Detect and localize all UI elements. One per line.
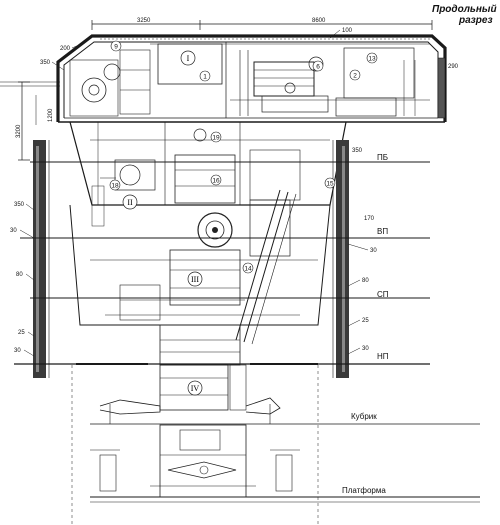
thickness-30-right-upper: 30: [370, 248, 377, 254]
thickness-30-left-lower: 30: [14, 348, 21, 354]
dimension-8600: 8600: [312, 18, 326, 24]
thickness-80-left: 80: [16, 272, 23, 278]
thickness-25-left: 25: [18, 330, 25, 336]
title-line-1: Продольный: [432, 4, 497, 15]
callout-2: 2: [353, 73, 357, 80]
turret-armor: [56, 34, 447, 123]
thickness-30-right-lower: 30: [362, 346, 369, 352]
callout-15: 15: [326, 181, 334, 188]
thickness-350-top: 350: [40, 60, 51, 66]
left-dimension-line: [0, 81, 60, 161]
thickness-290: 290: [448, 64, 459, 70]
barbette-walls: [33, 140, 349, 378]
thickness-170: 170: [364, 216, 375, 222]
callout-19: 19: [212, 135, 220, 142]
callout-18: 18: [111, 183, 119, 190]
dimension-3250: 3250: [137, 18, 151, 24]
thickness-80-right: 80: [362, 278, 369, 284]
callout-markers: [109, 40, 378, 274]
deck-label-platforma: Платформа: [342, 486, 386, 495]
working-compartment: [69, 121, 347, 227]
thickness-200: 200: [60, 46, 71, 52]
callout-16: 16: [212, 178, 220, 185]
callout-14: 14: [244, 266, 252, 273]
compartment-iii: III: [191, 275, 199, 284]
compartment-iv: IV: [191, 384, 200, 393]
magazine-section: [71, 363, 319, 525]
thickness-25-right: 25: [362, 318, 369, 324]
thickness-100: 100: [342, 28, 353, 34]
compartment-i: I: [187, 54, 190, 63]
compartment-ii: II: [127, 198, 133, 207]
deck-label-sp: СП: [377, 290, 389, 299]
deck-label-np: НП: [377, 352, 389, 361]
thickness-1200: 1200: [48, 108, 54, 122]
title-line-2: разрез: [458, 15, 493, 26]
deck-label-pb: ПБ: [377, 153, 388, 162]
lower-barbette: [69, 189, 331, 366]
compartment-markers: [122, 50, 203, 396]
deck-label-kubrik: Кубрик: [351, 412, 377, 421]
callout-1: 1: [203, 74, 207, 81]
callout-6: 6: [316, 64, 320, 71]
thickness-30-left-upper: 30: [10, 228, 17, 234]
deck-label-vp: ВП: [377, 227, 388, 236]
callout-13: 13: [368, 56, 376, 63]
callout-9: 9: [114, 44, 118, 51]
turret-machinery: [69, 43, 430, 117]
top-dimension-line: [91, 20, 433, 30]
dimension-3200: 3200: [16, 124, 22, 138]
thickness-350-left: 350: [14, 202, 25, 208]
thickness-350-right: 350: [352, 148, 363, 154]
